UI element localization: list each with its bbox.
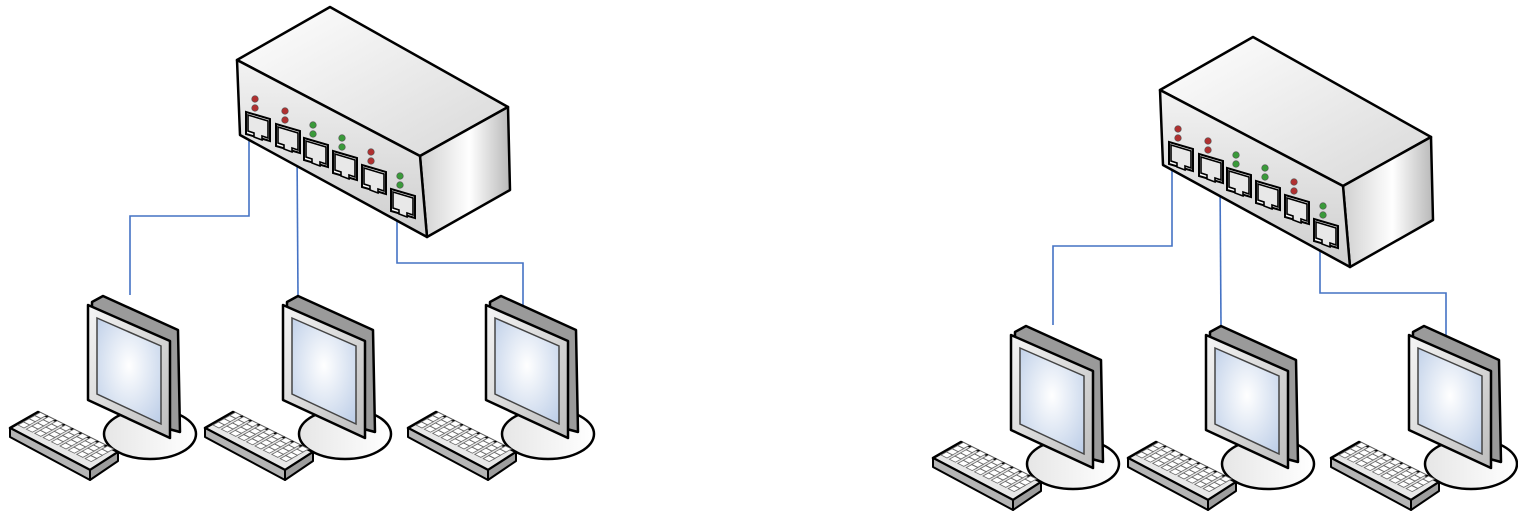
status-led <box>310 122 317 129</box>
workstation-computer <box>1331 326 1517 510</box>
keyboard <box>205 412 313 480</box>
status-led <box>1320 203 1327 210</box>
status-led <box>1175 135 1182 142</box>
status-led <box>1262 165 1269 172</box>
status-led <box>339 135 346 142</box>
network-switch <box>237 7 510 237</box>
status-led <box>1291 179 1298 186</box>
keyboard <box>1128 442 1236 510</box>
status-led <box>282 108 289 115</box>
status-led <box>252 105 259 112</box>
keyboard <box>933 442 1041 510</box>
status-led <box>368 158 375 165</box>
network-cable <box>130 140 249 295</box>
workstation-computer <box>1128 326 1314 510</box>
status-led <box>339 144 346 151</box>
status-led <box>252 96 259 103</box>
workstation-computer <box>205 296 391 480</box>
status-led <box>1233 161 1240 168</box>
status-led <box>397 173 404 180</box>
status-led <box>310 131 317 138</box>
network-cable <box>397 220 523 308</box>
workstation-computer <box>408 296 594 480</box>
keyboard <box>1331 442 1439 510</box>
status-led <box>1205 147 1212 154</box>
status-led <box>397 182 404 189</box>
status-led <box>368 149 375 156</box>
network-left <box>10 7 594 480</box>
keyboard <box>408 412 516 480</box>
network-switch <box>1160 37 1433 267</box>
network-cable <box>297 148 298 296</box>
network-cable <box>1053 170 1172 325</box>
network-right <box>933 37 1517 510</box>
workstation-computer <box>933 326 1119 510</box>
status-led <box>1205 138 1212 145</box>
status-led <box>1262 174 1269 181</box>
status-led <box>1320 212 1327 219</box>
status-led <box>1175 126 1182 133</box>
status-led <box>282 117 289 124</box>
status-led <box>1291 188 1298 195</box>
network-cable <box>1220 178 1221 326</box>
keyboard <box>10 412 118 480</box>
status-led <box>1233 152 1240 159</box>
workstation-computer <box>10 296 196 480</box>
network-cable <box>1320 250 1446 338</box>
